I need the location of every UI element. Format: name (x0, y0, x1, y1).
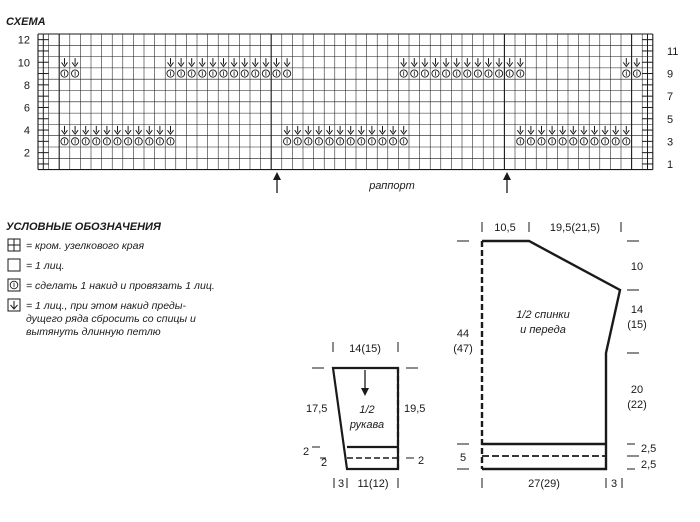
stitch-chart-grid (37, 33, 654, 171)
legend-item-text: = сделать 1 накид и провязать 1 лиц. (26, 280, 215, 292)
body-height-left-2: (47) (453, 343, 473, 355)
sleeve-label-line1: 1/2 (359, 404, 374, 416)
legend-item-text: = 1 лиц. (26, 260, 65, 272)
row-number-right: 1 (667, 159, 673, 171)
body-height-left-1: 44 (457, 328, 469, 340)
row-number-right: 3 (667, 136, 673, 148)
sleeve-cuff-right: 2 (418, 455, 424, 467)
row-number-right: 5 (667, 114, 673, 126)
sleeve-bottom-left: 3 (338, 478, 344, 490)
row-number-left: 4 (24, 125, 30, 137)
row-numbers: 12 10 8 6 4 2 11 9 7 5 3 1 (18, 35, 679, 171)
body-right-3a: 20 (631, 384, 643, 396)
body-dimension-ticks (457, 222, 639, 488)
legend: = кром. узелкового края = 1 лиц. = сделать… (7, 238, 215, 338)
scheme-title: СХЕМА (6, 16, 46, 28)
sleeve-arrow (361, 370, 369, 396)
row-number-left: 8 (24, 80, 30, 92)
body-bottom-width: 27(29) (528, 478, 560, 490)
body-top-left: 10,5 (494, 222, 515, 234)
legend-item-text: = 1 лиц., при этом накид преды- (26, 300, 186, 312)
sleeve-cuff-left-b: 2 (321, 457, 327, 469)
body-hem-right-b: 2,5 (641, 459, 656, 471)
legend-item-text: вытянуть длинную петлю (26, 326, 161, 338)
legend-item-text: дущего ряда сбросить со спицы и (26, 313, 196, 325)
sleeve-bottom-width: 11(12) (358, 478, 389, 490)
body-right-2a: 14 (631, 304, 643, 316)
repeat-label: раппорт (368, 180, 415, 192)
body-label-line1: 1/2 спинки (516, 309, 569, 321)
sleeve-left-height: 17,5 (306, 403, 327, 415)
row-number-right: 11 (667, 46, 678, 58)
sleeve-top-width: 14(15) (349, 343, 381, 355)
body-right-1: 10 (631, 261, 643, 273)
row-number-left: 10 (18, 57, 30, 69)
body-right-3b: (22) (627, 399, 647, 411)
repeat-marker-left (273, 172, 281, 193)
body-hem-left: 5 (460, 452, 466, 464)
row-number-left: 2 (24, 148, 30, 160)
legend-title: УСЛОВНЫЕ ОБОЗНАЧЕНИЯ (6, 221, 162, 233)
sleeve-label-line2: рукава (349, 419, 384, 431)
row-number-right: 9 (667, 69, 673, 81)
body-top-right: 19,5(21,5) (550, 222, 600, 234)
sleeve-cuff-left-a: 2 (303, 446, 309, 458)
sleeve-right-height: 19,5 (404, 403, 425, 415)
row-number-left: 6 (24, 102, 30, 114)
body-hem-right-a: 2,5 (641, 443, 656, 455)
body-pattern (480, 239, 622, 471)
row-number-right: 7 (667, 91, 673, 103)
repeat-marker-right (503, 172, 511, 193)
yarn-over-icon (7, 278, 21, 292)
sleeve-dimension-ticks (312, 342, 418, 488)
body-bottom-right: 3 (611, 478, 617, 490)
body-label-line2: и переда (520, 324, 566, 336)
body-right-2b: (15) (627, 319, 647, 331)
knit-stitch-icon (7, 258, 21, 272)
row-number-left: 12 (18, 35, 30, 47)
drop-yarn-over-icon (7, 298, 21, 312)
sleeve-pattern (331, 366, 400, 471)
legend-item-text: = кром. узелкового края (26, 240, 144, 252)
edge-stitch-icon (7, 238, 21, 252)
